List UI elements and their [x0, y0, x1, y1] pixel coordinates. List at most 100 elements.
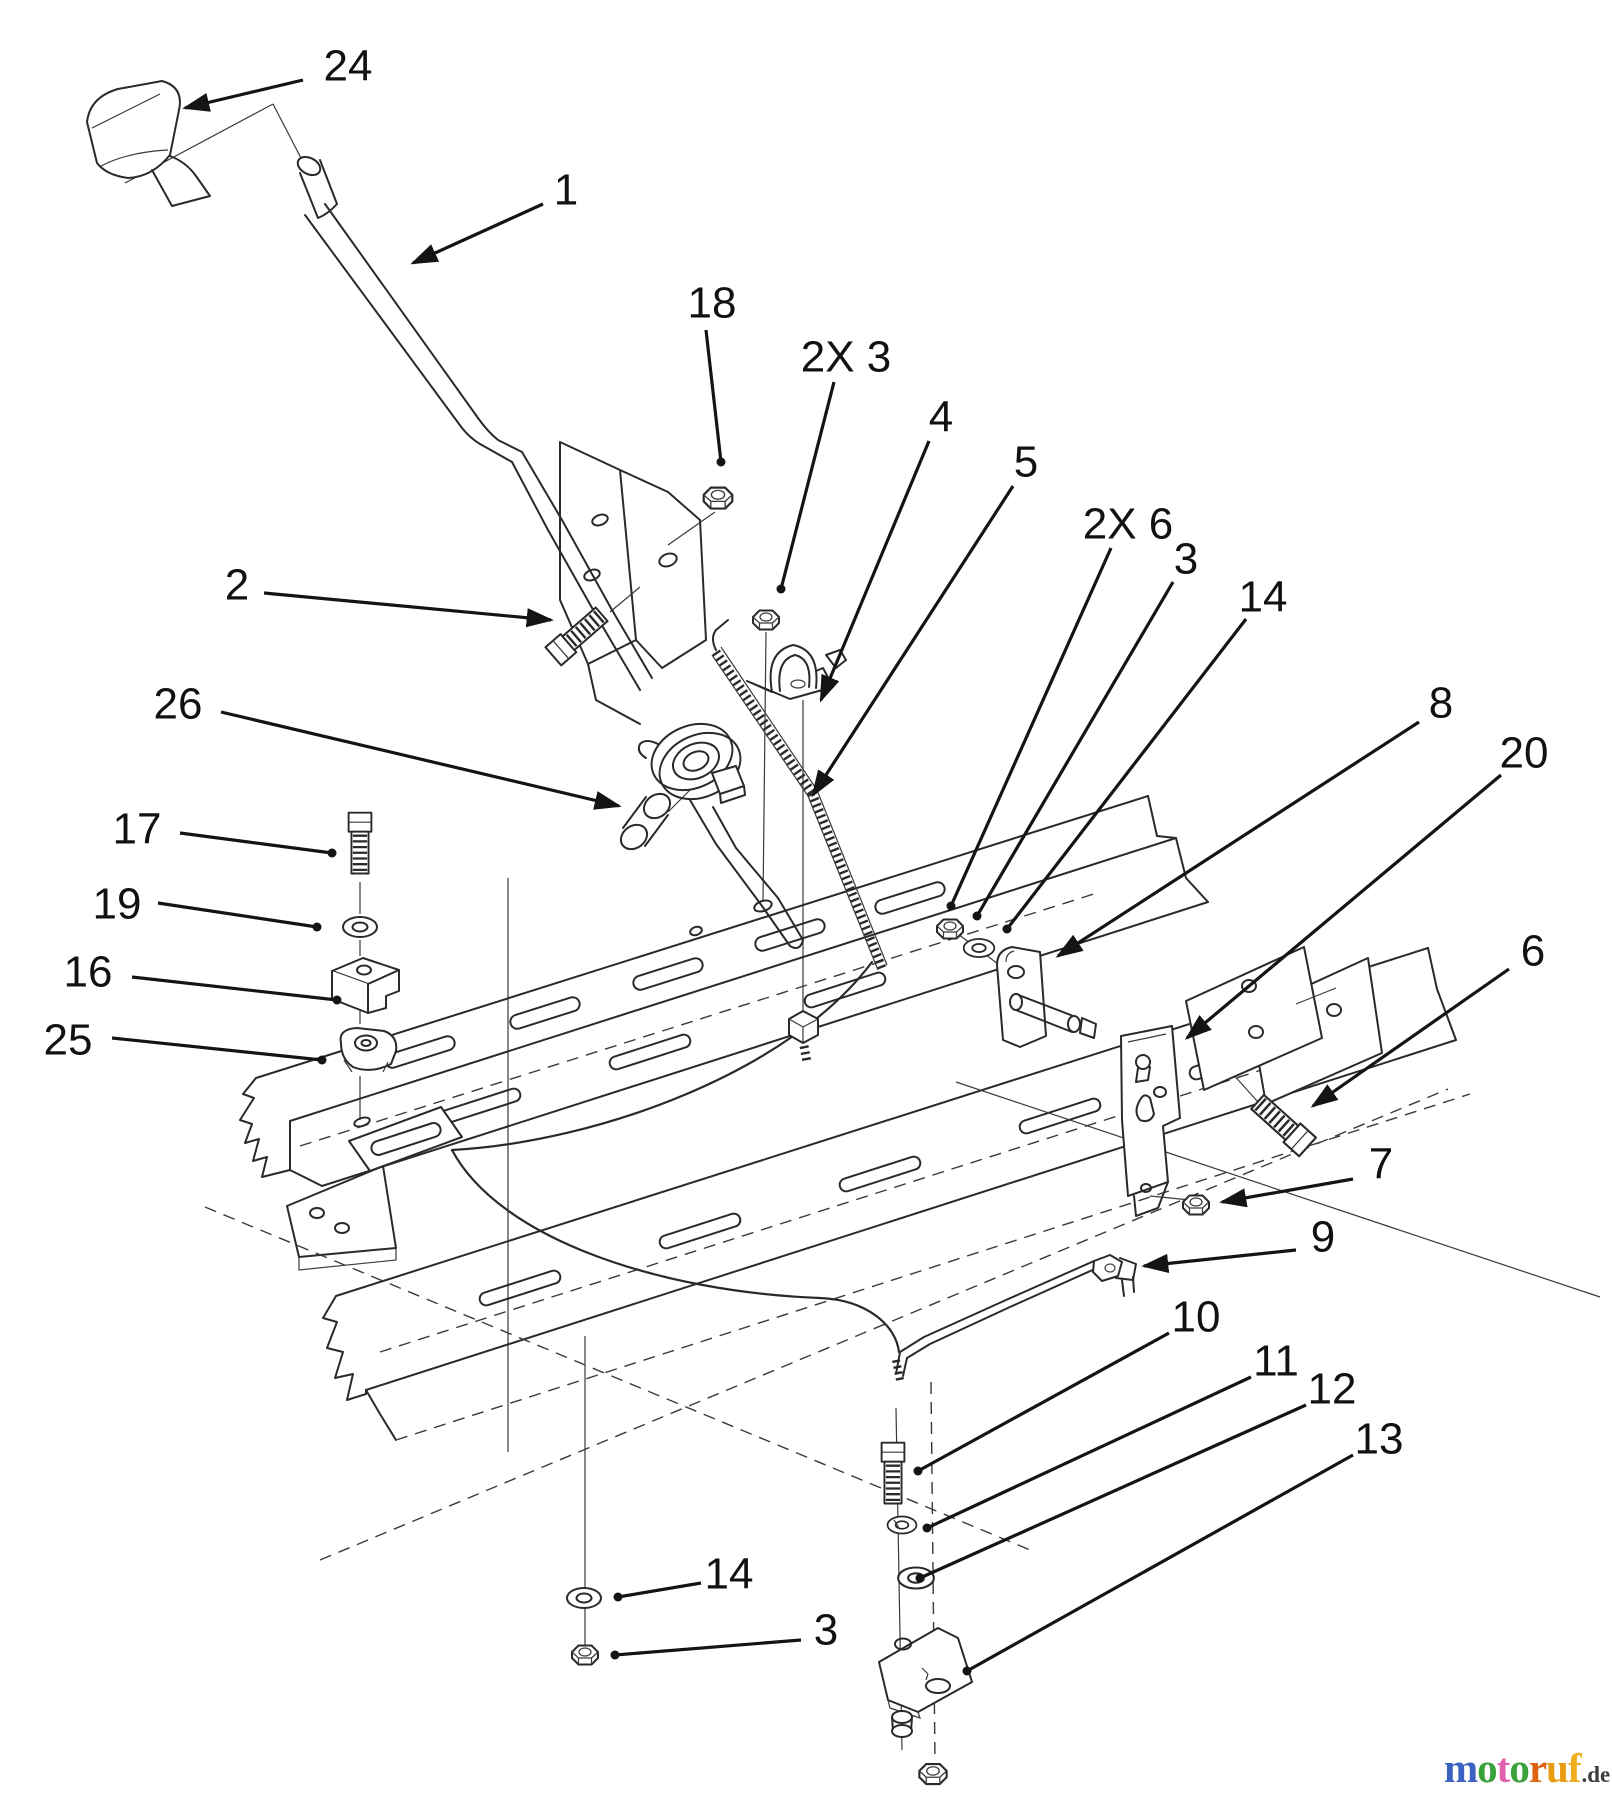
callout-label-2x6: 2X 6 [1083, 500, 1174, 549]
callout-label-8: 8 [1429, 679, 1453, 728]
leader-dot-2x6 [946, 901, 956, 911]
leader-line-17 [179, 831, 333, 855]
leader-line-24 [182, 78, 304, 112]
leader-line-4 [819, 440, 931, 703]
callout-label-6: 6 [1521, 927, 1545, 976]
callout-label-19: 19 [93, 880, 142, 929]
hex-nut-3-right [936, 918, 964, 940]
callout-label-14a: 14 [1239, 573, 1288, 622]
callout-label-16: 16 [64, 948, 113, 997]
logo-letter: t [1496, 1745, 1511, 1791]
leader-dot-13 [962, 1666, 972, 1676]
cam-plate [637, 722, 746, 804]
leader-dot-2x3 [776, 584, 786, 594]
leader-dot-25 [317, 1055, 327, 1065]
leader-line-2 [263, 591, 554, 628]
callout-label-2: 2 [225, 561, 249, 610]
hex-bolt-6 [1249, 1093, 1316, 1157]
hex-bolt-10 [882, 1443, 905, 1504]
leader-line-6 [1310, 967, 1510, 1108]
leader-dot-3b [610, 1650, 620, 1660]
callout-label-3a: 3 [1174, 535, 1198, 584]
bracket-20 [1120, 1025, 1181, 1217]
callout-label-10: 10 [1172, 1293, 1221, 1342]
shift-knob [86, 80, 211, 207]
callout-label-11: 11 [1253, 1337, 1299, 1386]
leader-dot-14b [613, 1592, 623, 1602]
hex-nut-bottom [918, 1763, 948, 1786]
leader-dot-11 [922, 1523, 932, 1533]
leader-dot-10 [913, 1466, 923, 1476]
logo-letter: o [1509, 1745, 1529, 1791]
logo-letter: o [1477, 1745, 1497, 1791]
leader-line-20 [1184, 773, 1503, 1040]
leader-line-9 [1141, 1248, 1297, 1274]
leader-line-3a [975, 581, 1175, 917]
callout-label-9: 9 [1311, 1213, 1335, 1262]
shift-link-9 [892, 1254, 1137, 1381]
pivot-bracket-8 [996, 946, 1097, 1048]
callout-label-20: 20 [1500, 729, 1549, 778]
frame-rail-upper [239, 795, 1209, 1187]
callout-label-3b: 3 [814, 1606, 838, 1655]
flat-washer-19 [342, 916, 378, 938]
leader-line-2x3 [779, 381, 836, 590]
callout-label-12: 12 [1308, 1365, 1357, 1414]
shift-lever [296, 155, 804, 949]
leader-dot-18 [716, 457, 726, 467]
callout-label-13: 13 [1355, 1415, 1404, 1464]
hex-nut-3-bottom [571, 1644, 599, 1666]
flat-washer-14-right [962, 938, 996, 958]
leader-line-14a [1005, 618, 1248, 930]
logo-tld: .de [1581, 1762, 1611, 1787]
flange-bolt-under-frame [788, 1010, 819, 1063]
leader-line-5 [811, 485, 1015, 798]
link-plate-13 [878, 1627, 973, 1719]
leader-line-2x6 [949, 547, 1113, 907]
leader-line-18 [704, 329, 723, 463]
leader-line-12 [919, 1403, 1307, 1580]
leader-line-7 [1219, 1177, 1354, 1208]
spacer-bottom [891, 1710, 913, 1738]
leader-line-8 [1055, 720, 1420, 958]
logo-word: motoruf [1444, 1745, 1581, 1791]
hex-nut-18 [702, 486, 734, 510]
callout-label-24: 24 [324, 42, 373, 91]
hex-nut-7 [1182, 1194, 1210, 1216]
callout-label-5: 5 [1014, 438, 1038, 487]
leader-line-14b [617, 1581, 702, 1599]
leader-dot-12 [915, 1573, 925, 1583]
leader-line-3b [614, 1638, 802, 1657]
leader-dot-19 [312, 922, 322, 932]
hex-nut-3-upper [752, 609, 780, 631]
carriage-bolt-2 [545, 605, 609, 665]
leader-dot-3a [972, 911, 982, 921]
callout-label-25: 25 [44, 1016, 93, 1065]
center-mount-plate [286, 1106, 463, 1271]
callout-label-26: 26 [154, 680, 203, 729]
callout-label-14b: 14 [705, 1550, 754, 1599]
leader-dot-14a [1002, 924, 1012, 934]
leader-line-11 [926, 1375, 1252, 1530]
lever-bracket [559, 441, 707, 725]
logo-letter: u [1546, 1745, 1569, 1791]
lock-washer-11 [886, 1515, 918, 1535]
callout-label-7: 7 [1369, 1140, 1393, 1189]
leader-line-26 [220, 710, 622, 810]
frame-plates-right [1185, 946, 1383, 1105]
flat-washer-14-bottom [566, 1587, 602, 1609]
leader-line-10 [917, 1331, 1170, 1473]
callout-label-1: 1 [554, 166, 578, 215]
grommet-26 [619, 792, 672, 851]
shift-cable [450, 960, 901, 1354]
assembly-axis-lines [124, 103, 1259, 1763]
motoruf-logo[interactable]: motoruf.de [1444, 1748, 1612, 1796]
leader-dot-16 [332, 995, 342, 1005]
callout-label-18: 18 [688, 279, 737, 328]
callout-label-17: 17 [113, 805, 162, 854]
callout-label-2x3: 2X 3 [801, 333, 892, 382]
leader-line-19 [157, 901, 318, 929]
